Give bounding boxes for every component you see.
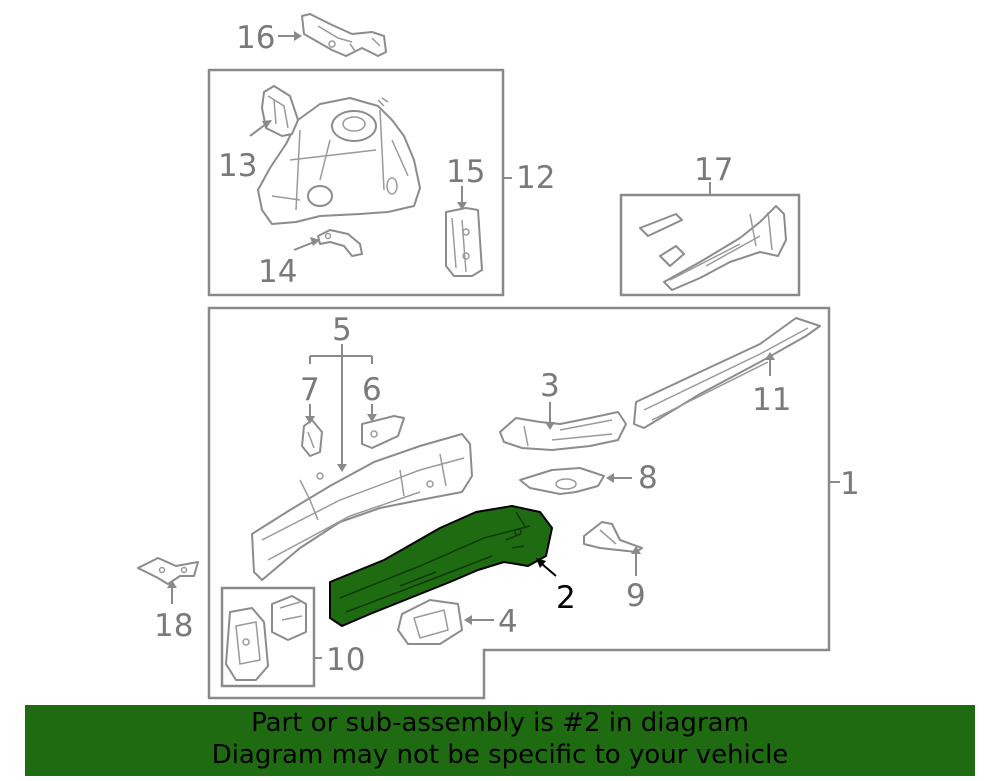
- leader-14: [293, 241, 315, 251]
- part-10[interactable]: [225, 595, 307, 681]
- callout-18: 18: [154, 608, 193, 644]
- arrowhead-13: [262, 120, 272, 129]
- part-7[interactable]: [301, 419, 323, 457]
- banner-line-1: Part or sub-assembly is #2 in diagram: [251, 708, 749, 738]
- callout-12: 12: [516, 160, 555, 196]
- leader-5: [309, 344, 373, 466]
- part-9[interactable]: [583, 521, 643, 553]
- callout-8: 8: [638, 460, 658, 496]
- part-18[interactable]: [137, 557, 199, 585]
- part-3[interactable]: [499, 411, 627, 451]
- part-13[interactable]: [261, 85, 299, 137]
- callout-4: 4: [498, 604, 518, 640]
- arrowhead-18: [167, 580, 177, 588]
- arrowhead-8: [606, 473, 614, 483]
- arrowhead-6: [367, 414, 377, 422]
- callout-17: 17: [694, 152, 733, 188]
- callout-1: 1: [840, 466, 860, 502]
- callout-2: 2: [556, 580, 576, 616]
- part-6[interactable]: [361, 415, 405, 449]
- arrowhead-7: [305, 416, 315, 424]
- arrowhead-2: [536, 558, 546, 568]
- part-5[interactable]: [251, 433, 473, 581]
- banner-line-2: Diagram may not be specific to your vehi…: [211, 740, 789, 770]
- arrowhead-9: [631, 546, 641, 554]
- leader-13: [249, 123, 267, 137]
- part-15[interactable]: [445, 207, 483, 277]
- callout-15: 15: [446, 154, 485, 190]
- part-16[interactable]: [301, 13, 387, 57]
- part-8[interactable]: [519, 467, 605, 495]
- callout-7: 7: [300, 372, 320, 408]
- callout-9: 9: [626, 578, 646, 614]
- part-4[interactable]: [397, 599, 463, 645]
- callout-16: 16: [236, 20, 275, 56]
- arrowhead-3: [545, 422, 555, 430]
- part-17-rail[interactable]: [639, 205, 787, 291]
- part-11[interactable]: [633, 317, 821, 429]
- part-2-highlighted[interactable]: [329, 505, 553, 627]
- callout-6: 6: [362, 372, 382, 408]
- callout-13: 13: [218, 148, 257, 184]
- part-14[interactable]: [317, 229, 363, 257]
- leader-2: [541, 563, 557, 577]
- callout-10: 10: [326, 642, 365, 678]
- group-box-10: [220, 586, 316, 688]
- callout-3: 3: [540, 368, 560, 404]
- callout-14: 14: [258, 254, 297, 290]
- arrowhead-15: [457, 202, 467, 210]
- arrowhead-16: [294, 31, 302, 41]
- arrowhead-11: [765, 352, 775, 360]
- group-box-12: [207, 68, 505, 297]
- callout-11: 11: [752, 382, 791, 418]
- part-12-strut-tower[interactable]: [257, 97, 421, 225]
- group-box-1: [207, 306, 831, 700]
- arrowhead-5: [337, 464, 347, 472]
- arrowhead-14: [310, 237, 320, 246]
- info-banner: Part or sub-assembly is #2 in diagram Di…: [25, 705, 975, 776]
- arrowhead-4: [464, 615, 472, 625]
- callout-5: 5: [332, 312, 352, 348]
